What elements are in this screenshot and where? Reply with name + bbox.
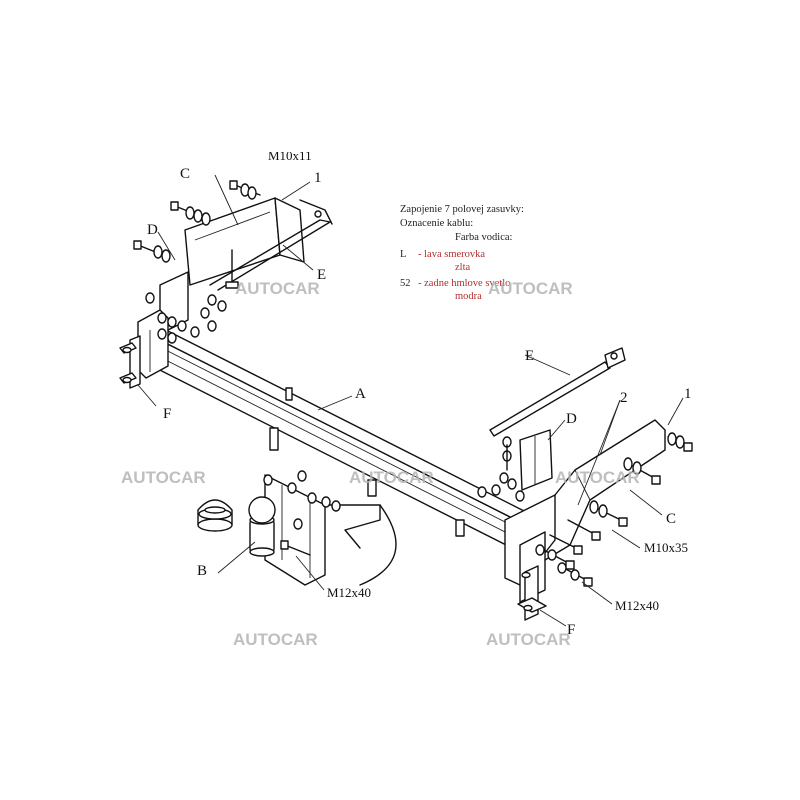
label-2: 2 bbox=[620, 390, 628, 406]
watermark: AUTOCAR bbox=[488, 279, 573, 298]
label-f-right: F bbox=[567, 622, 575, 638]
label-e-right: E bbox=[525, 348, 534, 364]
right-strap-e bbox=[489, 347, 626, 437]
label-1-left: 1 bbox=[314, 170, 322, 186]
washer bbox=[153, 245, 171, 263]
note-line-4-text: - lava smerovka bbox=[418, 249, 485, 260]
label-c-left: C bbox=[180, 166, 190, 182]
label-c-right: C bbox=[666, 511, 676, 527]
part-labels: C 1 D E F A B M12x40 E D 2 1 C M10x35 M1… bbox=[147, 148, 692, 638]
nut-cluster bbox=[535, 544, 580, 581]
tow-ball bbox=[248, 496, 276, 557]
watermark: AUTOCAR bbox=[233, 630, 318, 649]
label-a: A bbox=[355, 386, 366, 402]
crossbar-beam bbox=[139, 321, 531, 553]
top-crop bbox=[0, 0, 800, 152]
label-b: B bbox=[197, 563, 207, 579]
watermark: AUTOCAR bbox=[235, 279, 320, 298]
left-side-bracket bbox=[137, 271, 189, 379]
label-m12x40-left: M12x40 bbox=[327, 585, 371, 600]
note-line-3: Farba vodica: bbox=[455, 232, 513, 243]
leader-lines bbox=[137, 174, 684, 627]
right-hanger-f bbox=[517, 565, 547, 621]
label-m12x40-right: M12x40 bbox=[615, 598, 659, 613]
label-d-right: D bbox=[566, 411, 577, 427]
washer bbox=[185, 206, 211, 226]
left-strap-e bbox=[209, 199, 333, 291]
bolts bbox=[133, 180, 693, 587]
note-line-4-code: L bbox=[400, 249, 406, 260]
nut-cluster bbox=[477, 436, 525, 502]
label-1-right: 1 bbox=[684, 386, 692, 402]
note-line-5-code: 52 bbox=[400, 278, 411, 289]
note-line-1: Zapojenie 7 polovej zasuvky: bbox=[400, 204, 524, 215]
ball-cap bbox=[197, 499, 233, 532]
nut-cluster bbox=[263, 470, 341, 530]
bolt bbox=[280, 540, 311, 556]
washer bbox=[240, 183, 257, 200]
nut-cluster bbox=[145, 292, 227, 344]
right-bracket-d bbox=[519, 429, 553, 491]
note-line-2: Oznacenie kablu: bbox=[400, 218, 473, 229]
watermarks: AUTOCAR AUTOCAR AUTOCAR AUTOCAR AUTOCAR … bbox=[121, 279, 640, 649]
note-line-4-color: zlta bbox=[455, 262, 470, 273]
left-hanger-f bbox=[119, 335, 141, 389]
bolt bbox=[549, 534, 583, 555]
left-bracket-c bbox=[184, 197, 305, 286]
label-e-left: E bbox=[317, 267, 326, 283]
label-d-left: D bbox=[147, 222, 158, 238]
note-line-5-color: modra bbox=[455, 291, 482, 302]
note-line-5-text: - zadne hmlove svetlo bbox=[418, 278, 510, 289]
label-m10x35: M10x35 bbox=[644, 540, 688, 555]
washer bbox=[589, 500, 608, 518]
washer bbox=[667, 432, 685, 449]
bolt bbox=[225, 249, 239, 289]
label-f-left: F bbox=[163, 406, 171, 422]
bolt bbox=[567, 519, 601, 541]
watermark: AUTOCAR bbox=[486, 630, 571, 649]
watermark: AUTOCAR bbox=[555, 468, 640, 487]
watermark: AUTOCAR bbox=[121, 468, 206, 487]
washer bbox=[623, 457, 642, 475]
wiring-note: Zapojenie 7 polovej zasuvky: Oznacenie k… bbox=[400, 204, 524, 302]
crossbar-lug bbox=[269, 387, 465, 537]
watermark: AUTOCAR bbox=[349, 468, 434, 487]
